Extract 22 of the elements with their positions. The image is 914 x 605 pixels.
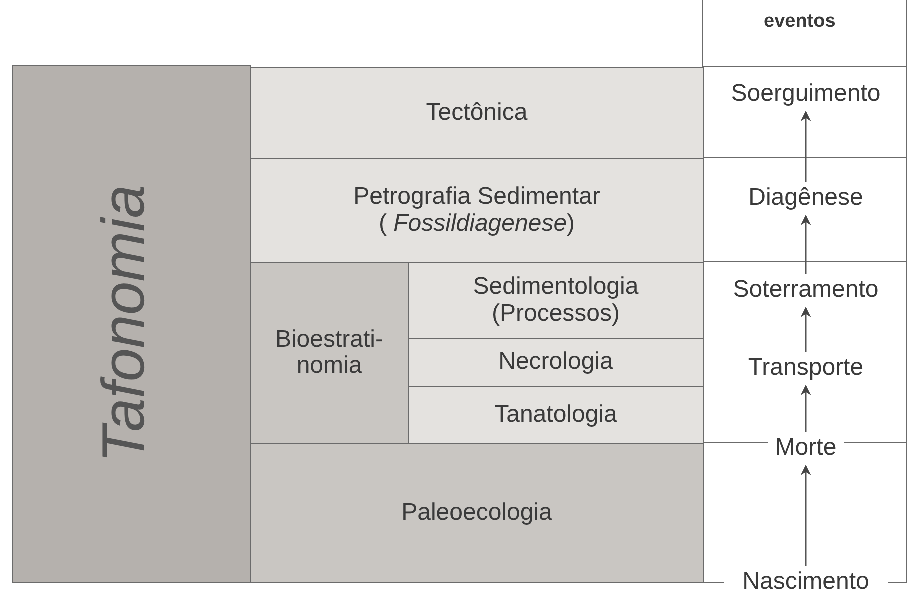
field-cell [408, 338, 704, 387]
field-cell [250, 67, 704, 159]
cell-text: Sedimentologia (Processos) [472, 274, 640, 327]
rotated-title: Tafonomia [94, 185, 154, 463]
arrow [800, 384, 812, 434]
category-panel [12, 65, 251, 583]
field-cell [408, 262, 704, 339]
arrow [800, 464, 812, 568]
field-cell [250, 443, 704, 583]
cell-text: Paleoecologia [402, 500, 552, 526]
cell-text: Tanatologia [494, 402, 618, 428]
arrow [800, 110, 812, 184]
field-cell [250, 158, 704, 263]
column-header: eventos [764, 12, 836, 31]
arrow [800, 306, 812, 354]
cell-text: Petrografia Sedimentar ( Fossildiagenese) [352, 184, 602, 237]
arrow [800, 214, 812, 276]
cell-text: Tectônica [426, 100, 528, 126]
cell-text: Bioestrati- nomia [274, 326, 385, 380]
field-cell [250, 262, 409, 444]
field-cell [408, 386, 704, 444]
cell-text: Necrologia [498, 349, 614, 376]
